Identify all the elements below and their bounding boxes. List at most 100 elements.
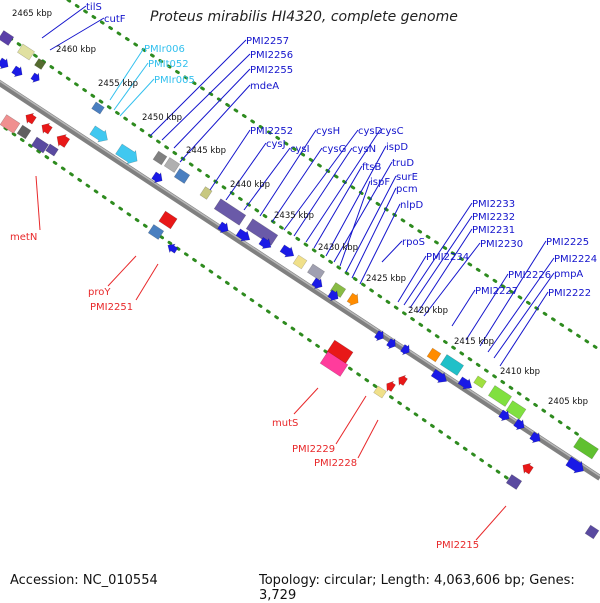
leader-line: [499, 291, 549, 367]
gene-labels: tilScutFPMI2257PMI2256PMI2255mdeAPMI2252…: [10, 2, 597, 551]
accession-text: Accession: NC_010554: [10, 573, 158, 588]
leader-line: [109, 47, 145, 101]
leader-line: [345, 175, 397, 273]
gene-label: PMI2231: [472, 225, 515, 236]
gene-label: cysC: [380, 126, 404, 137]
cds-block: [245, 218, 279, 246]
gene-label: cysJ: [266, 139, 286, 150]
rna-block: [398, 374, 408, 387]
feature-shape: [457, 376, 473, 390]
cds-block: [152, 150, 168, 166]
rna-block: [373, 385, 387, 399]
feature-shape: [327, 289, 339, 302]
gene-label: ftsB: [362, 162, 381, 173]
gene-label: nlpD: [400, 200, 423, 211]
kbp-scale-label: 2460 kbp: [56, 45, 96, 55]
backbone-line: [0, 79, 600, 481]
cds-block: [488, 385, 512, 407]
gene-label: cysG: [322, 144, 346, 155]
leader-line: [313, 165, 363, 249]
leader-line: [487, 257, 555, 353]
feature-shape: [151, 171, 163, 184]
kbp-scale-label: 2425 kbp: [366, 274, 406, 284]
rna-block: [167, 243, 179, 254]
leader-line: [493, 272, 555, 359]
cds-block: [30, 72, 40, 83]
gene-label: PMI2225: [546, 237, 589, 248]
feature-shape: [319, 351, 349, 377]
rna-block: [319, 351, 349, 377]
feature-shape: [513, 418, 525, 431]
gene-label: mdeA: [250, 81, 279, 92]
leader-line: [209, 129, 251, 191]
cds-block: [565, 456, 584, 474]
feature-shape: [217, 221, 229, 234]
gene-label: truD: [392, 158, 414, 169]
cds-block: [235, 228, 251, 242]
feature-shape: [311, 277, 323, 290]
cds-block: [311, 277, 323, 290]
gene-label: PMIr005: [154, 75, 195, 86]
leader-line: [465, 273, 509, 341]
gene-label: PMIt052: [148, 59, 189, 70]
kbp-scale-label: 2455 kbp: [98, 79, 138, 89]
gene-label: PMI2256: [250, 50, 293, 61]
topology-text: Topology: circular; Length: 4,063,606 bp…: [259, 573, 575, 603]
cds-block: [279, 244, 295, 258]
gene-label: PMI2257: [246, 36, 289, 47]
leader-line: [381, 240, 403, 263]
gene-label: PMI2227: [475, 286, 518, 297]
cds-block: [440, 354, 464, 376]
feature-shape: [329, 282, 347, 298]
cds-block: [258, 237, 272, 250]
feature-shape: [41, 122, 53, 135]
gene-label: PMI2222: [548, 288, 591, 299]
cds-block: [386, 337, 396, 350]
feature-shape: [235, 228, 251, 242]
cds-block: [329, 282, 347, 298]
feature-shape: [91, 101, 105, 115]
leader-line: [451, 289, 476, 327]
genome-backbone: [0, 79, 600, 481]
leader-line: [333, 161, 393, 263]
backbone-highlight: [0, 80, 600, 477]
rna-block: [158, 210, 178, 230]
kbp-scale-label: 2465 kbp: [12, 9, 52, 19]
cds-block: [292, 254, 308, 270]
feature-shape: [505, 474, 523, 490]
kbp-scale-label: 2430 kbp: [318, 243, 358, 253]
feature-shape: [34, 58, 46, 70]
cds-block: [473, 375, 487, 389]
gene-label: tilS: [86, 2, 102, 13]
rna-block: [31, 136, 49, 154]
feature-shape: [45, 143, 59, 157]
rna-block: [45, 143, 59, 157]
leader-line: [283, 129, 359, 231]
cds-block: [11, 65, 23, 78]
gene-label: PMIr006: [144, 44, 185, 55]
feature-shape: [199, 186, 213, 200]
gene-label: cysN: [352, 144, 376, 155]
feature-shape: [56, 134, 71, 148]
gene-label: PMI2224: [554, 254, 597, 265]
rna-block: [522, 462, 534, 475]
feature-shape: [158, 210, 178, 230]
cds-block: [173, 168, 191, 184]
gene-label: cysD: [358, 126, 383, 137]
kbp-scale-label: 2410 kbp: [500, 367, 540, 377]
tick-track: [3, 126, 512, 482]
kbp-scale-label: 2440 kbp: [230, 180, 270, 190]
tick-track: [8, 36, 582, 438]
cds-block: [346, 292, 359, 307]
gene-label: pmpA: [554, 269, 583, 280]
cds-block: [426, 347, 442, 363]
rna-block: [505, 474, 523, 490]
feature-shape: [374, 329, 384, 342]
feature-shape: [292, 254, 308, 270]
leader-line: [225, 142, 267, 201]
feature-shape: [167, 243, 179, 254]
feature-shape: [245, 218, 279, 246]
leader-line: [409, 215, 473, 309]
